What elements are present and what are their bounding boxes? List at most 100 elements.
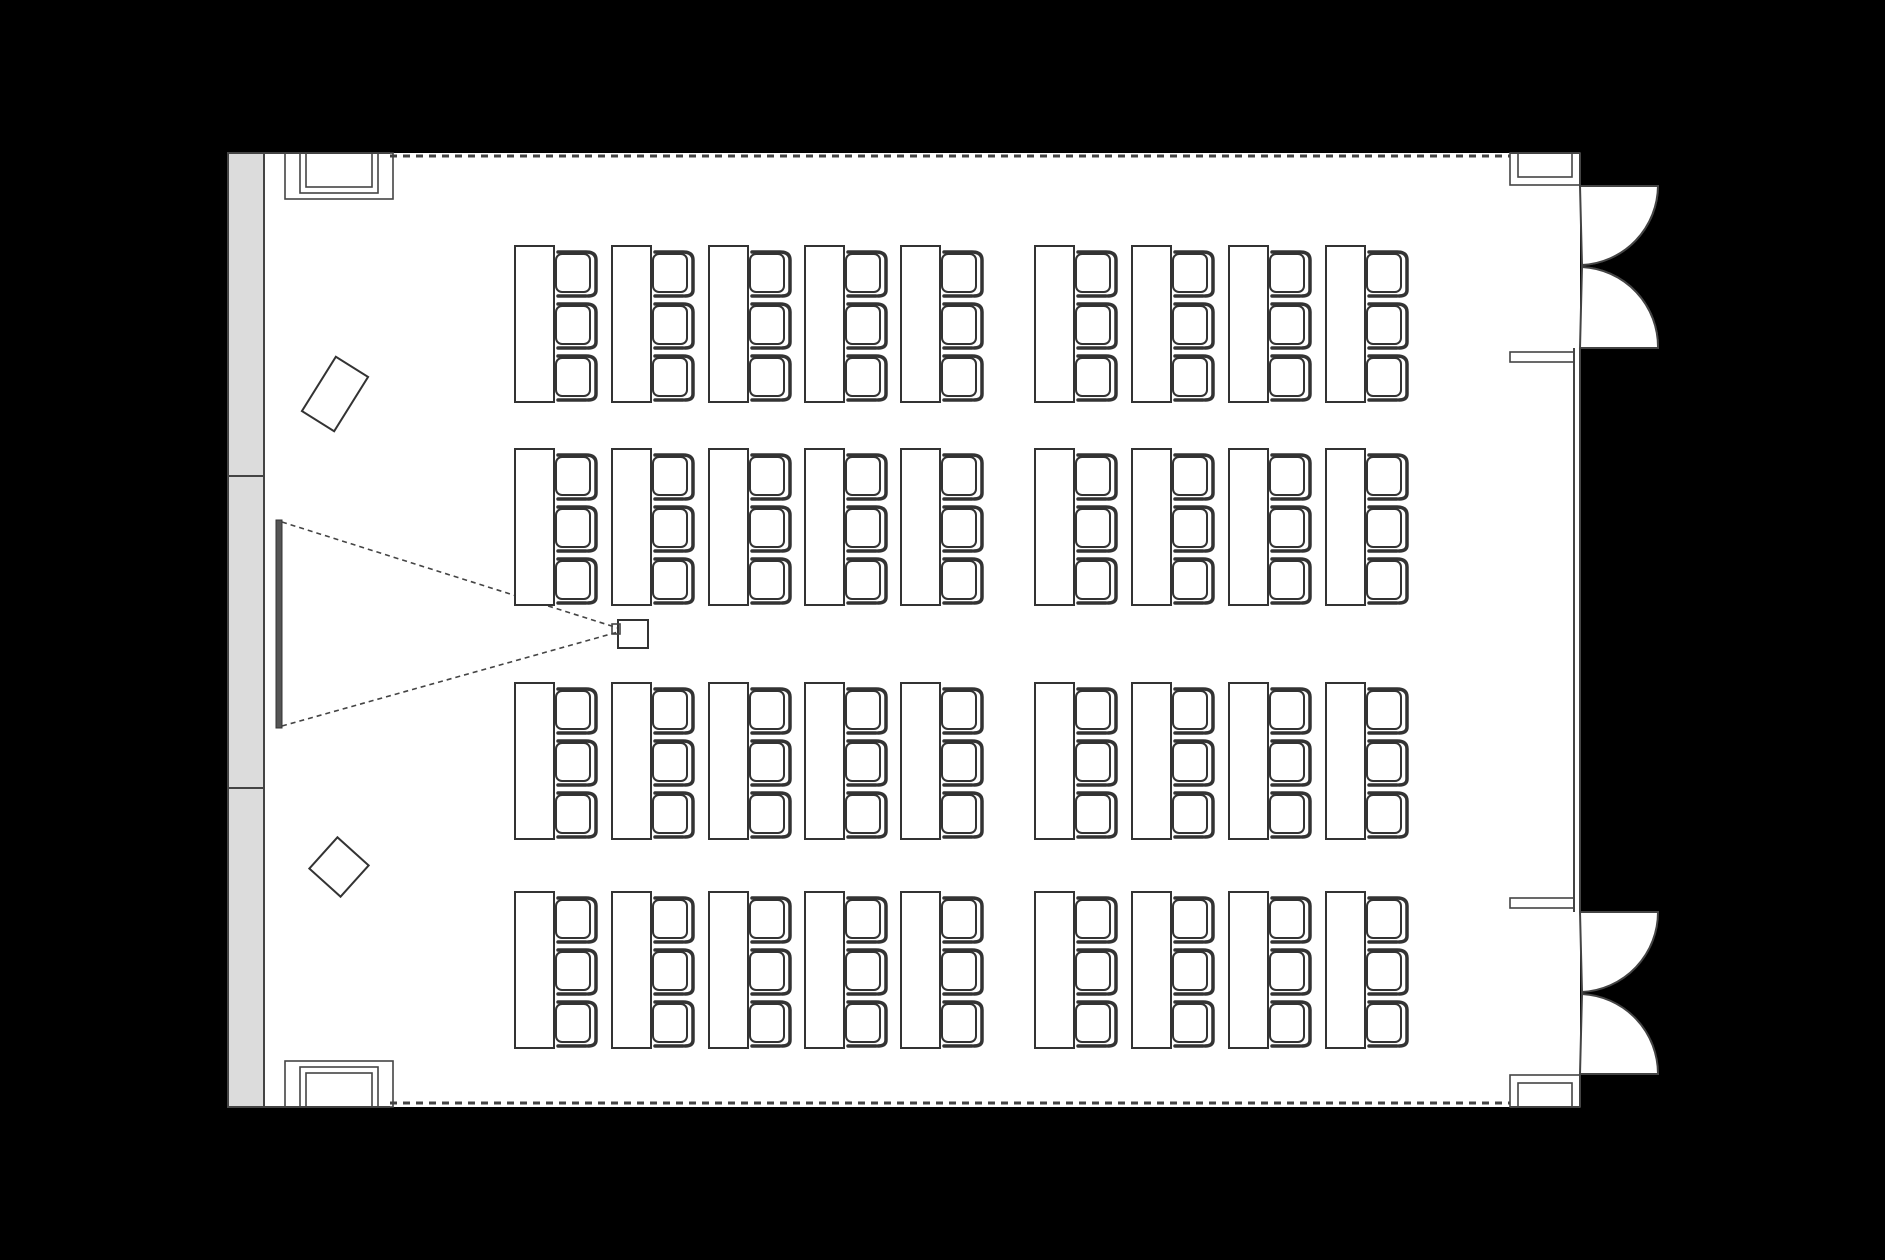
chair (652, 302, 695, 350)
desk-unit (804, 245, 888, 403)
chair (749, 687, 792, 735)
chair (1269, 557, 1312, 605)
chair (845, 453, 888, 501)
chair (1366, 557, 1409, 605)
chair (652, 354, 695, 402)
desk (804, 682, 845, 840)
chair (555, 302, 598, 350)
desk-unit (611, 245, 695, 403)
desk-unit (1034, 682, 1118, 840)
front-wall-panel (227, 152, 265, 1108)
desk (611, 682, 652, 840)
double-door-top[interactable] (1578, 185, 1660, 349)
chair (1172, 739, 1215, 787)
chair (845, 250, 888, 298)
chair (555, 739, 598, 787)
desk-unit (900, 682, 984, 840)
chair (941, 354, 984, 402)
chair (1172, 896, 1215, 944)
desk (1228, 245, 1269, 403)
chair (845, 739, 888, 787)
chair (941, 896, 984, 944)
chair (845, 791, 888, 839)
chair (1075, 354, 1118, 402)
chair (941, 250, 984, 298)
desk-unit (514, 682, 598, 840)
desk (514, 682, 555, 840)
desk (1325, 682, 1366, 840)
chair (1269, 453, 1312, 501)
desk (1034, 245, 1075, 403)
desk (1325, 245, 1366, 403)
desk-unit (900, 448, 984, 606)
chair (555, 453, 598, 501)
chair (1269, 354, 1312, 402)
desk (1131, 891, 1172, 1049)
chair (1269, 948, 1312, 996)
chair (652, 948, 695, 996)
desk (1034, 891, 1075, 1049)
desk-unit (611, 448, 695, 606)
projection-screen (275, 519, 283, 729)
chair (1269, 791, 1312, 839)
chair (652, 687, 695, 735)
chair (652, 739, 695, 787)
chair (749, 505, 792, 553)
chair (749, 1000, 792, 1048)
desk (611, 891, 652, 1049)
chair (1269, 302, 1312, 350)
desk-unit (708, 682, 792, 840)
desk-unit (708, 448, 792, 606)
chair (1366, 687, 1409, 735)
chair (1366, 739, 1409, 787)
chair (652, 250, 695, 298)
desk (514, 448, 555, 606)
desk (1034, 682, 1075, 840)
chair (1269, 1000, 1312, 1048)
chair (941, 791, 984, 839)
chair (1075, 505, 1118, 553)
chair (941, 739, 984, 787)
chair (1075, 250, 1118, 298)
desk (514, 891, 555, 1049)
chair (1075, 948, 1118, 996)
double-door-bottom[interactable] (1578, 911, 1660, 1075)
chair (1075, 739, 1118, 787)
desk (1034, 448, 1075, 606)
chair (1366, 505, 1409, 553)
chair (845, 948, 888, 996)
desk (708, 448, 749, 606)
chair (1269, 896, 1312, 944)
chair (1366, 453, 1409, 501)
chair (845, 896, 888, 944)
desk-unit (1325, 245, 1409, 403)
lectern (300, 355, 370, 433)
chair (1366, 1000, 1409, 1048)
chair (1366, 896, 1409, 944)
desk (1228, 448, 1269, 606)
corner-column-top-right (1509, 152, 1581, 186)
desk-unit (708, 891, 792, 1049)
desk (900, 891, 941, 1049)
desk-unit (1325, 891, 1409, 1049)
chair (749, 557, 792, 605)
desk-unit (1131, 448, 1215, 606)
side-table (307, 835, 371, 899)
chair (652, 557, 695, 605)
desk-unit (1131, 245, 1215, 403)
chair (749, 302, 792, 350)
chair (555, 505, 598, 553)
desk (1325, 891, 1366, 1049)
chair (555, 1000, 598, 1048)
chair (1172, 354, 1215, 402)
chair (652, 1000, 695, 1048)
chair (555, 354, 598, 402)
chair (1172, 453, 1215, 501)
desk (1325, 448, 1366, 606)
chair (1366, 948, 1409, 996)
chair (749, 354, 792, 402)
chair (1075, 687, 1118, 735)
chair (555, 791, 598, 839)
chair (555, 687, 598, 735)
desk-unit (514, 245, 598, 403)
